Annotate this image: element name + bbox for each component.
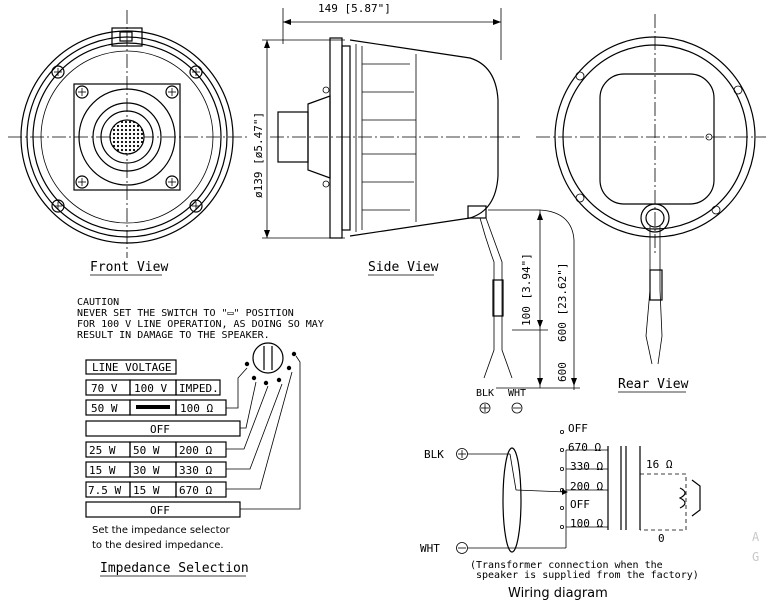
table-cell: 15 W xyxy=(133,484,160,497)
caution-line-4: RESULT IN DAMAGE TO THE SPEAKER. xyxy=(77,330,270,341)
table-cell: 25 W xyxy=(89,444,116,457)
table-cell: 330 Ω xyxy=(179,464,212,477)
wiring-diagram: BLK WHT OFF 670 Ω 330 Ω 200 Ω xyxy=(420,422,701,601)
front-view: Front View xyxy=(8,10,248,276)
lead-short-dimension: 100 [3.94"] xyxy=(520,253,533,326)
plus-icon xyxy=(479,402,491,414)
front-view-label: Front View xyxy=(90,260,168,275)
table-cell: 200 Ω xyxy=(179,444,212,457)
caution-note: CAUTION NEVER SET THE SWITCH TO "▭" POSI… xyxy=(77,297,324,341)
transformer-icon xyxy=(607,446,641,530)
table-cell: 7.5 W xyxy=(88,484,121,497)
plus-icon xyxy=(456,448,468,460)
table-cell: 15 W xyxy=(89,464,116,477)
lead-long-dimension: 600 [23.62"] xyxy=(556,263,569,342)
impedance-table: LINE VOLTAGE 70 V 100 V IMPED. 50 W 100 … xyxy=(85,342,301,577)
minus-icon xyxy=(511,402,523,414)
side-view-label: Side View xyxy=(368,260,439,275)
wiring-blk-label: BLK xyxy=(424,448,444,461)
table-cell: 670 Ω xyxy=(179,484,212,497)
tap-label: 100 Ω xyxy=(570,517,603,530)
impedance-note-1: Set the impedance selector xyxy=(92,525,231,536)
table-cell: OFF xyxy=(150,504,170,517)
caution-line-1: CAUTION xyxy=(77,297,119,308)
watermark-a: A xyxy=(752,530,760,544)
speaker-coil-icon xyxy=(678,479,701,517)
col-100v: 100 V xyxy=(134,382,167,395)
blk-wire-label: BLK xyxy=(476,388,494,399)
diameter-dimension: ø139 [ø5.47"] xyxy=(252,112,265,198)
wiring-diagram-title: Wiring diagram xyxy=(508,586,608,601)
tap-label: OFF xyxy=(570,498,590,511)
secondary-16-ohm: 16 Ω xyxy=(646,458,673,471)
wht-wire-label: WHT xyxy=(508,388,526,399)
table-header: LINE VOLTAGE xyxy=(92,361,171,374)
lead-total-dimension: 600 xyxy=(556,362,569,382)
rear-view-label: Rear View xyxy=(618,377,689,392)
minus-icon xyxy=(456,542,468,554)
tap-label: 670 Ω xyxy=(568,441,601,454)
tap-label: 200 Ω xyxy=(570,480,603,493)
caution-line-2: NEVER SET THE SWITCH TO "▭" POSITION xyxy=(77,308,294,319)
watermark-g: G xyxy=(752,550,759,564)
caution-line-3: FOR 100 V LINE OPERATION, AS DOING SO MA… xyxy=(77,319,324,330)
table-cell: 30 W xyxy=(133,464,160,477)
table-cell: OFF xyxy=(150,423,170,436)
tap-label: 330 Ω xyxy=(570,460,603,473)
impedance-selector-dial-icon xyxy=(244,342,297,386)
width-dimension: 149 [5.87"] xyxy=(318,2,391,15)
wiring-note-2: speaker is supplied from the factory) xyxy=(476,570,699,581)
wiring-wht-label: WHT xyxy=(420,542,440,555)
rear-view: Rear View xyxy=(536,14,766,393)
table-cell: 50 W xyxy=(133,444,160,457)
wiring-note-1: (Transformer connection when the xyxy=(470,560,663,571)
table-cell: 100 Ω xyxy=(180,402,213,415)
table-cell: 50 W xyxy=(91,402,118,415)
col-imped: IMPED. xyxy=(179,382,219,395)
blocked-position-bar xyxy=(136,405,170,409)
impedance-selection-title: Impedance Selection xyxy=(100,561,249,576)
secondary-0: 0 xyxy=(658,532,665,545)
impedance-note-2: to the desired impedance. xyxy=(92,540,224,551)
col-70v: 70 V xyxy=(91,382,118,395)
tap-label: OFF xyxy=(568,422,588,435)
side-view: 149 [5.87"] ø139 [ø5.47"] xyxy=(252,2,580,414)
